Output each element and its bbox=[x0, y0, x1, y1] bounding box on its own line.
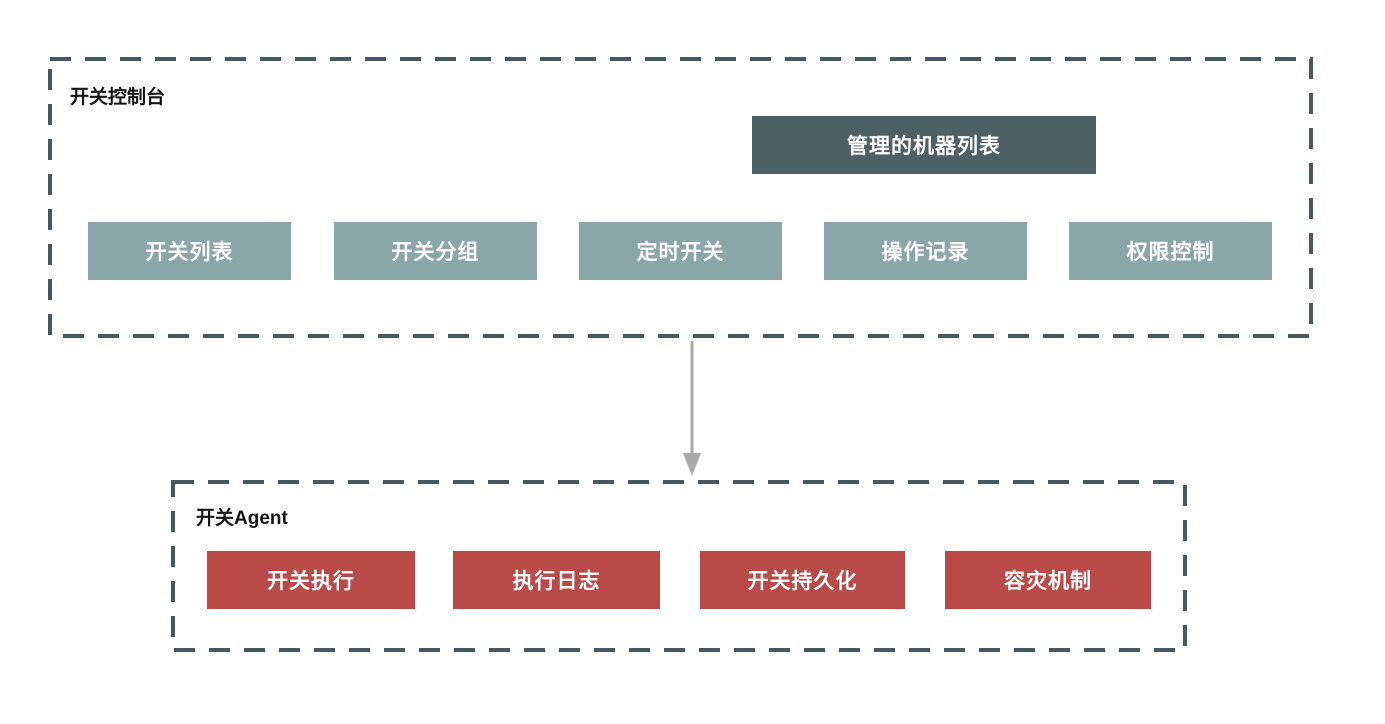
console-group-label: 开关控制台 bbox=[70, 87, 166, 108]
module-box-timed-switch: 定时开关 bbox=[579, 222, 782, 280]
module-box-operation-log: 操作记录 bbox=[824, 222, 1027, 280]
agent-group-label: 开关Agent bbox=[196, 508, 288, 529]
module-box-switch-group: 开关分组 bbox=[334, 222, 537, 280]
module-box-disaster-recovery: 容灾机制 bbox=[945, 551, 1151, 609]
console-group-border bbox=[48, 57, 1313, 338]
module-box-permission-control: 权限控制 bbox=[1069, 222, 1272, 280]
module-box-switch-persistence: 开关持久化 bbox=[700, 551, 905, 609]
machine-list-box: 管理的机器列表 bbox=[752, 116, 1096, 174]
module-box-switch-list: 开关列表 bbox=[88, 222, 291, 280]
module-box-switch-execute: 开关执行 bbox=[207, 551, 415, 609]
module-box-execute-log: 执行日志 bbox=[453, 551, 660, 609]
down-arrow-icon bbox=[683, 341, 701, 476]
